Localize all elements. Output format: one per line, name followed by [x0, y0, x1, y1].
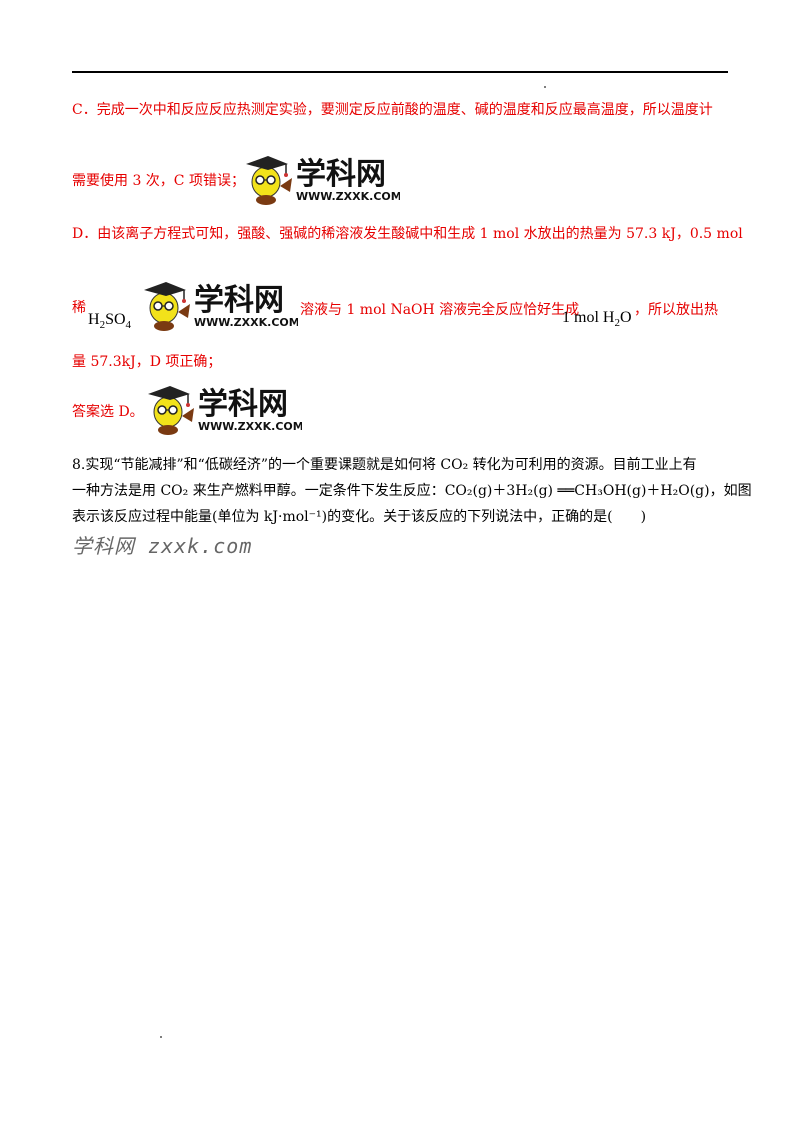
- option-d-line-2-mid: 溶液与 1 mol NaOH 溶液完全反应恰好生成: [300, 302, 580, 318]
- logo-url-text: WWW.ZXXK.COM: [296, 190, 400, 203]
- zxxk-logo: 学科网 WWW.ZXXK.COM: [246, 156, 400, 205]
- question-8-line-2: 一种方法是用 CO₂ 来生产燃料甲醇。一定条件下发生反应：CO₂(g)＋3H₂(…: [72, 483, 752, 499]
- header-rule: [72, 71, 728, 73]
- mascot-icon: [246, 156, 292, 205]
- logo-cn-text: 学科网: [194, 283, 284, 318]
- mascot-icon: [148, 386, 194, 435]
- logo-url-text: WWW.ZXXK.COM: [194, 316, 298, 329]
- option-d-line-1: D．由该离子方程式可知，强酸、强碱的稀溶液发生酸碱中和生成 1 mol 水放出的…: [72, 226, 743, 242]
- zxxk-logo: 学科网 WWW.ZXXK.COM: [144, 282, 298, 331]
- speck: [160, 1036, 162, 1038]
- logo-url-text: WWW.ZXXK.COM: [198, 420, 302, 433]
- mascot-icon: [144, 282, 190, 331]
- option-d-line-3: 量 57.3kJ，D 项正确；: [72, 354, 222, 370]
- option-c-line-1: C．完成一次中和反应反应热测定实验，要测定反应前酸的温度、碱的温度和反应最高温度…: [72, 102, 713, 118]
- zxxk-logo: 学科网 WWW.ZXXK.COM: [148, 386, 302, 435]
- formula-1mol-h2o: 1 mol H2O: [562, 309, 632, 329]
- question-8-line-1: 8.实现“节能减排”和“低碳经济”的一个重要课题就是如何将 CO₂ 转化为可利用…: [72, 457, 697, 473]
- option-d-line-2: 稀: [72, 298, 86, 318]
- option-c-line-2: 需要使用 3 次，C 项错误；: [72, 173, 245, 189]
- option-d-dilute: 稀: [72, 300, 86, 316]
- logo-cn-text: 学科网: [198, 387, 288, 422]
- watermark-text: 学科网 zxxk.com: [72, 534, 253, 558]
- question-8-line-3: 表示该反应过程中能量(单位为 kJ·mol⁻¹)的变化。关于该反应的下列说法中，…: [72, 509, 647, 525]
- formula-h2so4: H2SO4: [88, 311, 132, 331]
- speck: [544, 86, 546, 88]
- logo-cn-text: 学科网: [296, 157, 386, 192]
- option-d-line-2-end: ，所以放出热: [634, 302, 718, 318]
- answer-line: 答案选 D。: [72, 404, 144, 420]
